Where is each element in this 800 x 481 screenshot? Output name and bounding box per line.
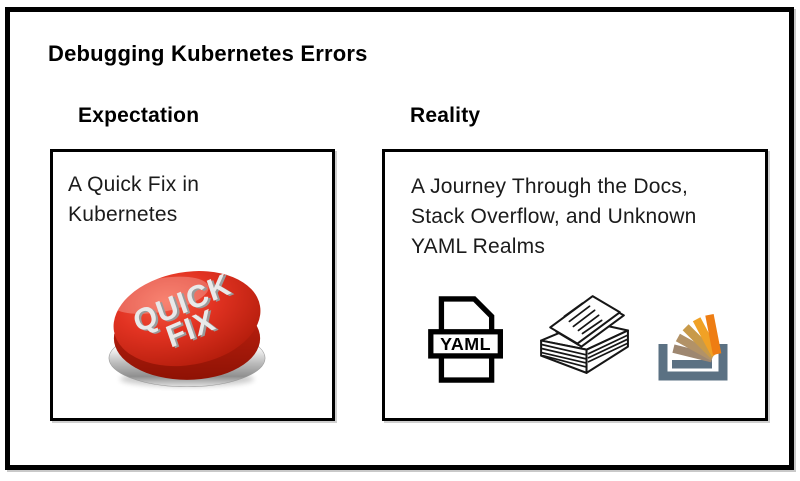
- expectation-heading: Expectation: [78, 104, 200, 127]
- outer-frame: Debugging Kubernetes Errors Expectation …: [5, 7, 794, 470]
- so-bar-orange: [705, 313, 722, 355]
- button-gloss: [111, 276, 209, 314]
- reality-box: A Journey Through the Docs, Stack Overfl…: [382, 149, 768, 421]
- yaml-file-icon: YAML: [428, 296, 503, 383]
- reality-caption: A Journey Through the Docs, Stack Overfl…: [411, 175, 697, 258]
- quick-fix-button-icon: QUICK FIX QUICK FIX: [108, 267, 266, 388]
- paper-stack-icon: [540, 295, 629, 374]
- so-bar-tan: [675, 333, 715, 361]
- so-bar-gray: [672, 360, 712, 369]
- yaml-icon-label: YAML: [440, 334, 491, 354]
- reality-heading: Reality: [410, 104, 481, 127]
- page-title: Debugging Kubernetes Errors: [48, 41, 368, 66]
- stack-overflow-icon: [658, 313, 728, 381]
- button-dome: [113, 271, 261, 367]
- expectation-box: A Quick Fix in Kubernetes: [50, 149, 335, 421]
- expectation-caption: A Quick Fix in Kubernetes: [68, 173, 200, 226]
- so-bar-taupe: [672, 344, 714, 363]
